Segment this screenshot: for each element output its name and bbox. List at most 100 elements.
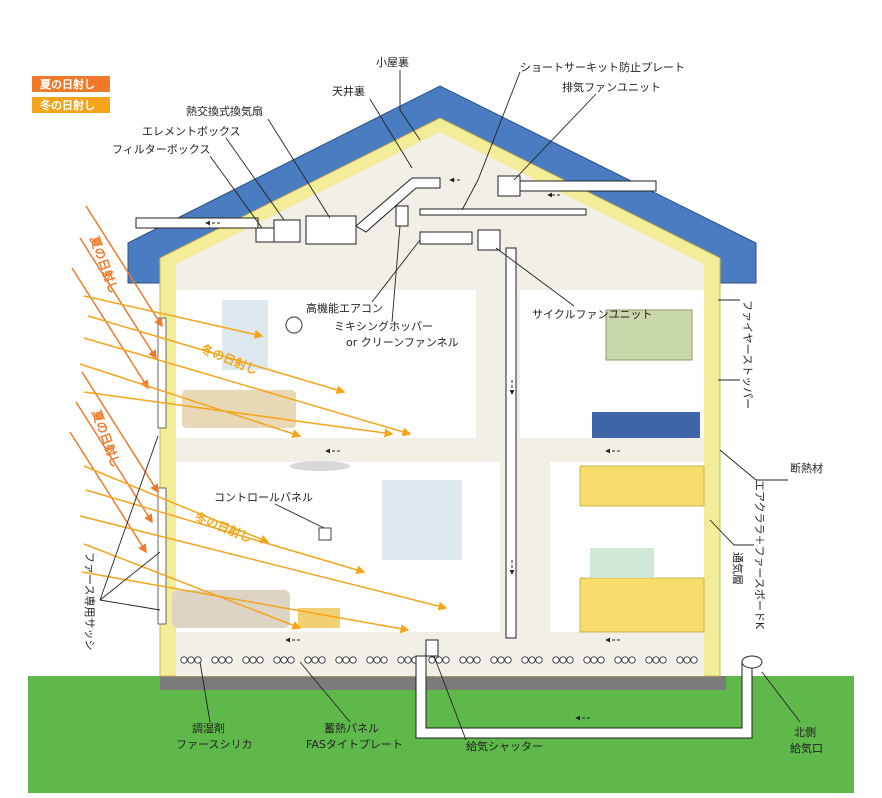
heat-exchange-fan <box>305 215 357 245</box>
ceiling-2f <box>176 280 704 290</box>
heat-storage-cell <box>373 656 381 664</box>
label-supply-shutter: 給気シャッター <box>466 739 543 753</box>
upper-diagonal-duct <box>355 177 441 233</box>
heat-storage-cell <box>552 656 560 664</box>
supply-shutter <box>425 639 439 657</box>
heat-storage-cell <box>366 656 374 664</box>
heat-storage-cell <box>256 656 264 664</box>
heat-storage-cell <box>597 656 605 664</box>
heat-storage-cell <box>187 656 195 664</box>
legend-winter-box <box>32 97 110 113</box>
sash-upper <box>157 317 167 429</box>
kitchen-counter <box>579 577 705 633</box>
clock-icon <box>285 316 303 334</box>
winter-ray <box>85 489 366 575</box>
leader-lines <box>99 70 801 741</box>
label-heat-storage-panel: 蓄熱パネル <box>324 722 379 735</box>
heat-storage-cell <box>676 656 684 664</box>
label-cycle-fan-unit: サイクルファンユニット <box>532 308 652 321</box>
label-supply-inlet: 給気口 <box>790 741 823 755</box>
heat-storage-cell <box>349 656 357 664</box>
label-fas-silica: ファースシリカ <box>176 738 252 751</box>
heat-storage-cell <box>559 656 567 664</box>
heat-storage-cell <box>521 656 529 664</box>
label-control-panel: コントロールパネル <box>214 491 313 504</box>
return-duct-vertical <box>505 247 517 639</box>
winter-ray <box>87 315 346 395</box>
winter-ray <box>79 363 302 438</box>
heat-storage-cell <box>590 656 598 664</box>
heat-storage-cell <box>683 656 691 664</box>
heat-storage-cell <box>466 656 474 664</box>
summer-ray <box>69 431 147 554</box>
heat-storage-cell <box>180 656 188 664</box>
underfloor <box>176 632 704 676</box>
label-north-side: 北側 <box>794 726 816 739</box>
label-or-clean-funnel: or クリーンファンネル <box>346 336 459 349</box>
summer-ray <box>79 237 157 360</box>
heat-storage-cell <box>459 656 467 664</box>
heat-storage-cell <box>645 656 653 664</box>
heat-storage-cell <box>194 656 202 664</box>
heat-storage-cell <box>583 656 591 664</box>
winter-ray <box>81 571 410 634</box>
heat-storage-cell <box>249 656 257 664</box>
window-1f-left <box>382 480 462 560</box>
label-fas-sash: ファース専用サッシ <box>83 552 96 650</box>
summer-ray <box>81 371 159 494</box>
summer-ray <box>71 267 149 390</box>
summer-sun-label-2: 夏の日射し <box>89 408 124 470</box>
aircon-box <box>419 231 473 245</box>
mixing-hopper <box>395 205 409 227</box>
sofa-2f <box>182 390 296 428</box>
legend-winter: 冬の日射し <box>40 98 95 112</box>
label-short-circuit-plate: ショートサーキット防止プレート <box>520 60 685 74</box>
heat-storage-cell <box>690 656 698 664</box>
label-filter-box: フィルターボックス <box>112 143 210 156</box>
heat-storage-cell <box>628 656 636 664</box>
label-fire-stopper: ファイヤーストッパー <box>741 300 754 409</box>
heat-storage-cell <box>497 656 505 664</box>
label-exhaust-fan-unit: 排気ファンユニット <box>562 80 661 94</box>
legend-summer: 夏の日射し <box>40 77 95 91</box>
sash-lower <box>157 487 167 625</box>
intake-duct-attic <box>135 217 259 229</box>
heat-storage-cell <box>287 656 295 664</box>
heat-storage-cell <box>318 656 326 664</box>
cycle-fan-unit <box>477 229 501 251</box>
filter-box <box>255 227 275 243</box>
heat-storage-cell <box>211 656 219 664</box>
label-ceiling-space: 天井裏 <box>332 84 365 98</box>
winter-ray <box>83 465 270 544</box>
heat-storage-cell <box>218 656 226 664</box>
heat-storage-cell <box>566 656 574 664</box>
heat-storage-cell <box>242 656 250 664</box>
heat-storage-cell <box>342 656 350 664</box>
foundation <box>160 676 726 690</box>
winter-ray <box>79 515 448 611</box>
heat-storage-cell <box>273 656 281 664</box>
winter-ray <box>83 337 412 437</box>
heat-storage-cell <box>335 656 343 664</box>
heat-storage-cell <box>504 656 512 664</box>
label-humidity-agent: 調湿剤 <box>192 721 225 735</box>
summer-sun-label-1: 夏の日射し <box>87 234 122 296</box>
window-2f-right <box>605 309 693 361</box>
heat-storage-cell <box>404 656 412 664</box>
label-high-perf-aircon: 高機能エアコン <box>306 301 383 315</box>
heat-storage-cell <box>397 656 405 664</box>
floor-slab-2f <box>176 438 704 462</box>
heat-storage-cell <box>528 656 536 664</box>
element-box <box>273 219 301 243</box>
winter-ray <box>83 295 264 339</box>
heat-storage-cell <box>659 656 667 664</box>
winter-ray <box>83 391 394 438</box>
control-panel-device <box>318 527 332 541</box>
label-insulation: 断熱材 <box>790 461 823 475</box>
sofa-1f <box>172 590 290 628</box>
summer-ray <box>75 401 153 524</box>
heat-storage-cell <box>652 656 660 664</box>
label-heat-exchange-fan: 熱交換式換気扇 <box>186 104 263 118</box>
heat-storage-panels <box>180 656 698 664</box>
